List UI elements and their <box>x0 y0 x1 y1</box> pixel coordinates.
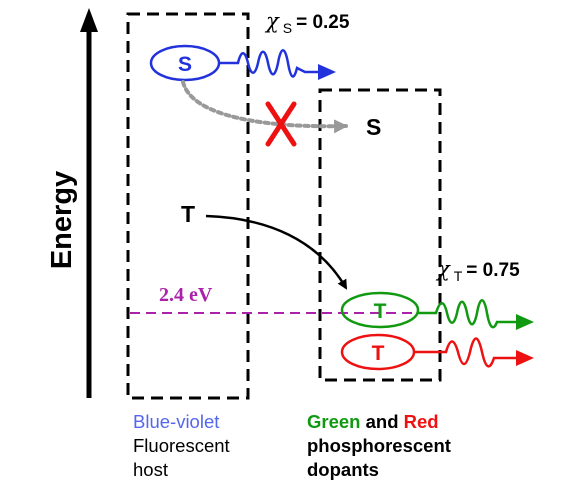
dopant-box <box>318 88 442 382</box>
dopant-caption-red-word: Red <box>403 411 439 432</box>
host-singlet-label: S <box>178 53 192 76</box>
dopant-caption-line1: Green and Red <box>307 410 451 434</box>
host-triplet-label: T <box>181 201 195 227</box>
triplet-transfer-arrow <box>205 214 348 290</box>
chi-t-value: = 0.75 <box>466 260 520 281</box>
red-emission-wave <box>414 337 518 368</box>
singlet-transfer-arrow <box>181 80 348 134</box>
red-triplet-label: T <box>372 342 385 365</box>
green-emission-arrowhead <box>516 314 534 330</box>
green-triplet-ellipse <box>340 291 420 329</box>
red-emission-arrowhead <box>516 350 534 366</box>
host-caption-color-word: Blue-violet <box>133 411 220 432</box>
dopant-caption: Green and Red phosphorescent dopants <box>307 410 451 482</box>
host-caption: Blue-violet Fluorescent host <box>133 410 230 482</box>
host-box <box>126 12 250 400</box>
energy-level-label: 2.4 eV <box>159 284 213 306</box>
energy-axis-label: Energy <box>46 171 78 269</box>
blocked-cross-icon <box>265 101 297 147</box>
chi-t-subscript: T <box>454 268 463 284</box>
dopant-caption-and-word: and <box>365 411 399 432</box>
blue-emission-arrowhead <box>318 64 336 80</box>
dopant-caption-green-word: Green <box>307 411 361 432</box>
chi-s-symbol: χ <box>264 9 280 33</box>
host-caption-line2: host <box>133 459 168 480</box>
chi-s-value: = 0.25 <box>296 12 350 33</box>
host-caption-line1: Fluorescent <box>133 435 230 456</box>
chi-s-subscript: S <box>283 20 292 36</box>
energy-axis-arrowhead <box>80 8 98 32</box>
dopant-caption-line3: dopants <box>307 459 379 480</box>
chi-t-symbol: χ <box>435 257 451 281</box>
green-emission-wave <box>418 299 518 329</box>
dopant-caption-line2: phosphorescent <box>307 435 451 456</box>
blue-emission-wave <box>219 49 320 78</box>
dopant-singlet-label: S <box>366 114 381 140</box>
green-triplet-label: T <box>374 300 387 323</box>
